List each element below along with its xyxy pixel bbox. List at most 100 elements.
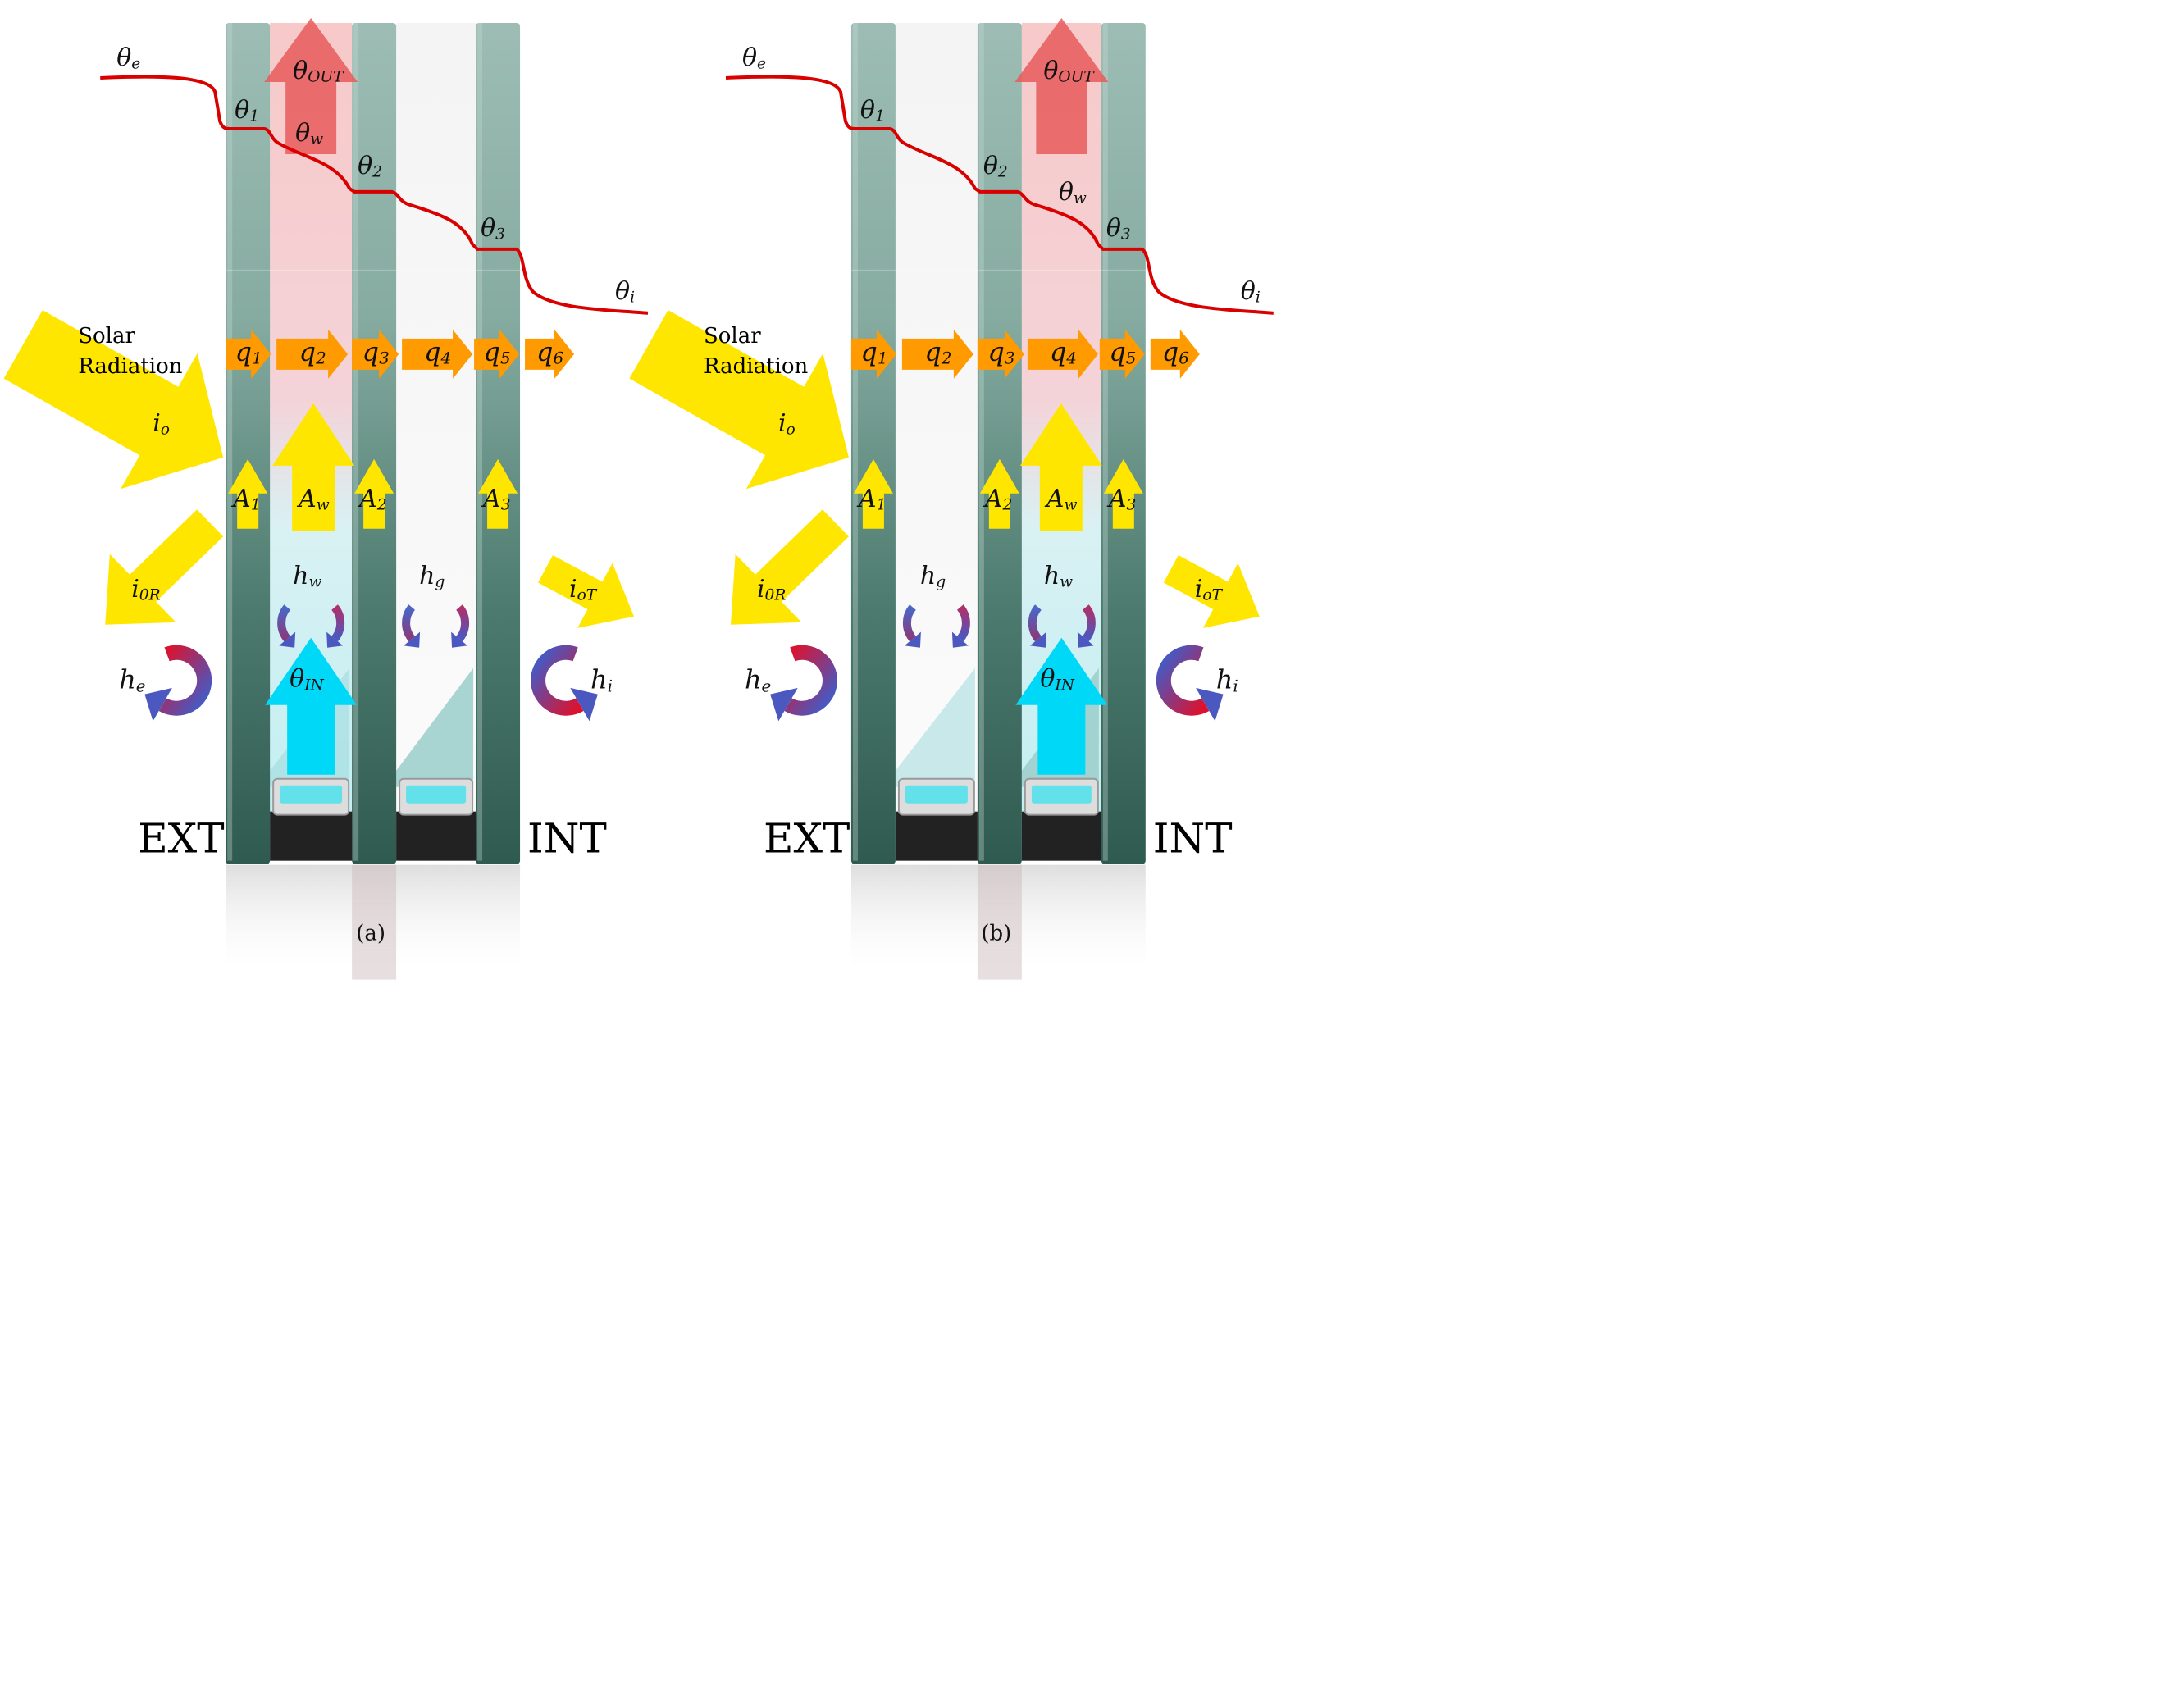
absorbed-label-A3: A3 (481, 485, 510, 514)
absorbed-label-A2: A2 (357, 485, 386, 514)
theta-2-label: θ2 (983, 152, 1008, 181)
heat-flux-label-q5: q5 (484, 336, 511, 368)
spacer-seal (1021, 811, 1101, 861)
heat-flux-arrow-q1 (226, 329, 271, 379)
absorbed-arrow-A2 (979, 458, 1019, 529)
spacer-2 (1021, 777, 1101, 861)
theta-in-label: θIN (290, 665, 324, 695)
cavity-convection-hw-right (1077, 604, 1096, 648)
heat-flux-label-q6: q6 (536, 336, 563, 368)
absorbed-arrow-A1 (853, 458, 893, 529)
cavity-convection-hg-right-head (951, 631, 969, 648)
solar-label-line1: Solar (704, 324, 761, 349)
theta-w-label: θw (1059, 178, 1087, 207)
glass-edge-1 (852, 22, 858, 861)
heat-flux-arrow-q5 (1099, 329, 1145, 379)
heat-flux-label-q3: q3 (362, 336, 390, 368)
hg-label: hg (419, 562, 445, 591)
heat-flux-label-q2: q2 (924, 336, 951, 368)
solar-label-line2: Radiation (704, 354, 808, 379)
theta-1-label: θ1 (235, 96, 259, 125)
glass-pane-2 (977, 22, 1022, 864)
heat-flux-arrow-q2 (901, 329, 973, 379)
spacer-seal (396, 811, 476, 861)
glass-edge-2 (353, 22, 359, 861)
outlet-air-arrow (264, 17, 358, 154)
exterior-convection-he-head (770, 687, 798, 722)
absorbed-arrow-A2 (354, 458, 394, 529)
absorbed-label-A1: A1 (230, 485, 260, 514)
solar-label-line2: Radiation (78, 354, 182, 379)
cavity-convection-hg-right (451, 604, 470, 648)
interior-convection-hi-head (570, 687, 598, 722)
cavity-convection-hg-left-arc (402, 604, 416, 642)
theta-out-label: θOUT (1043, 57, 1095, 86)
heat-flux-arrow-q1 (850, 329, 896, 379)
cavity-convection-hg-left (902, 604, 921, 648)
heat-flux-arrow-q4 (1027, 329, 1098, 379)
interior-convection-hi-head (1196, 687, 1224, 722)
exterior-convection-he-head (144, 687, 172, 722)
transmitted-solar-label: ioT (1195, 575, 1224, 604)
exterior-convection-he-arc (158, 645, 212, 716)
cavity-convection-hg-left-head (404, 631, 421, 648)
theta-3-label: θ3 (1106, 214, 1131, 244)
glass-pane-1 (226, 22, 271, 864)
theta-2-label: θ2 (358, 152, 382, 181)
theta-i-label: θi (1241, 277, 1261, 307)
absorbed-arrow-A3 (478, 458, 518, 529)
int-label: INT (1153, 815, 1233, 863)
ext-label: EXT (764, 815, 850, 863)
absorbed-arrow-A1 (228, 458, 268, 529)
heat-flux-arrow-q4 (402, 329, 473, 379)
incident-solar-label: io (153, 409, 170, 439)
interior-convection-hi (531, 645, 598, 722)
outlet-air-arrow (1014, 17, 1109, 154)
cavity-convection-hg-right-arc (456, 604, 470, 642)
floor-reflection-glass (977, 864, 1022, 980)
cavity-convection-hw-left-arc (1028, 604, 1042, 642)
cavity-convection-hw-right-head (1077, 631, 1094, 648)
absorbed-label-A1: A1 (856, 485, 886, 514)
spacer-desiccant (905, 785, 968, 804)
spacer-desiccant (1031, 785, 1092, 804)
absorbed-label-Aw: Aw (1044, 485, 1078, 514)
floor-reflection (850, 864, 1146, 980)
theta-w-label: θw (295, 119, 323, 148)
hi-label: hi (1216, 664, 1238, 696)
reflected-solar-label: i0R (131, 575, 160, 604)
theta-i-label: θi (615, 277, 635, 307)
absorbed-arrow-Aw (272, 403, 355, 531)
glass-edge-3 (477, 22, 483, 861)
heat-flux-arrow-q6 (525, 329, 575, 379)
reflected-solar-arrow (730, 509, 849, 625)
theta-in-label: θIN (1040, 665, 1074, 695)
heat-flux-arrow-q5 (474, 329, 520, 379)
solar-radiation-arrow (3, 310, 224, 490)
theta-out-label: θOUT (293, 57, 344, 86)
absorbed-arrow-A3 (1103, 458, 1143, 529)
glass-pane-3 (1101, 22, 1146, 864)
glass-pane-2 (352, 22, 397, 864)
floor-reflection (226, 864, 521, 980)
exterior-convection-he (144, 645, 212, 722)
cavity-convection-hg-right-arc (956, 604, 970, 642)
absorbed-label-A2: A2 (983, 485, 1012, 514)
absorbed-arrow-Aw (1019, 403, 1102, 531)
glass-pane-1 (850, 22, 896, 864)
cavity-convection-hg-right-head (451, 631, 468, 648)
glass-edge-2 (978, 22, 984, 861)
he-label: he (119, 664, 145, 696)
theta-e-label: θe (742, 43, 766, 73)
solar-label-line1: Solar (78, 324, 135, 349)
heat-flux-arrow-q2 (276, 329, 349, 379)
glass-edge-3 (1102, 22, 1108, 861)
transmitted-solar-label: ioT (569, 575, 598, 604)
panel-caption: (b) (981, 922, 1011, 946)
floor-reflection-glass (352, 864, 397, 980)
heat-flux-arrow-q6 (1150, 329, 1200, 379)
theta-3-label: θ3 (481, 214, 505, 244)
